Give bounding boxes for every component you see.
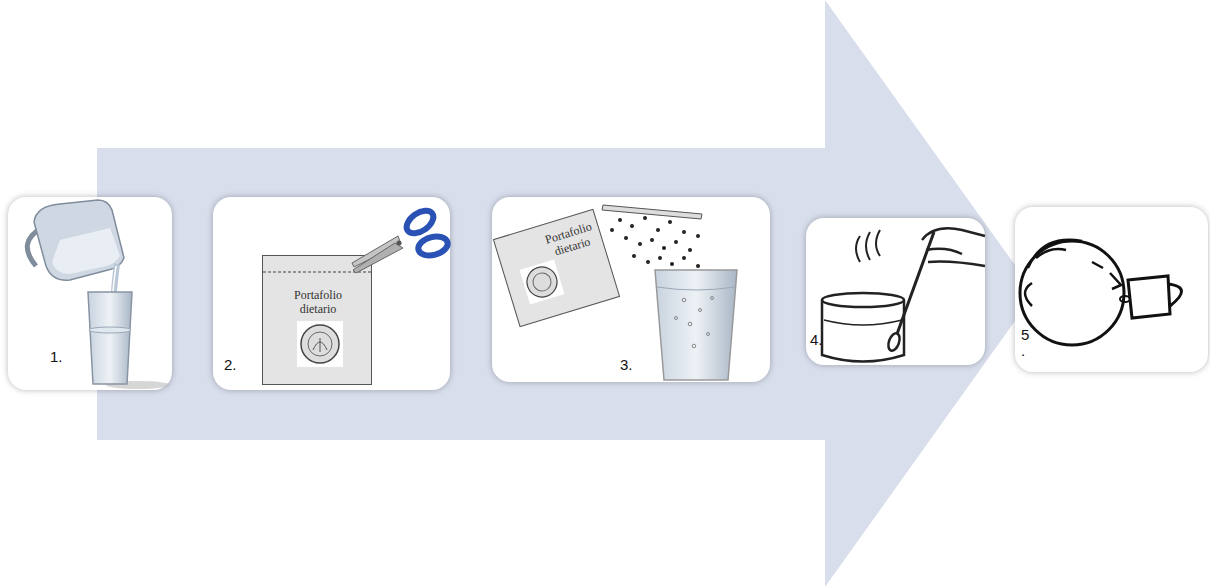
nose — [1110, 273, 1121, 289]
water-line — [824, 320, 902, 325]
scissor-blade — [352, 236, 401, 267]
logo-seal — [301, 325, 339, 363]
powder-dot — [610, 228, 614, 232]
bubble — [711, 297, 714, 300]
bubble — [692, 344, 696, 348]
logo-emblem — [313, 338, 327, 352]
pouring-illustration — [520, 205, 737, 380]
logo-seal-inner — [531, 271, 553, 293]
torn-strip — [602, 205, 702, 219]
pitcher-body — [34, 200, 124, 280]
stirring-illustration — [822, 228, 985, 361]
powder-dot — [618, 218, 622, 222]
step-box: 1. — [8, 197, 172, 390]
cup-rim — [822, 293, 904, 307]
drinking-cup — [1128, 276, 1170, 318]
hand — [922, 228, 985, 266]
powder-dot — [624, 236, 628, 240]
glass — [88, 292, 132, 384]
scissor-handle — [416, 233, 450, 258]
powder-dot — [650, 238, 654, 242]
step-box: 2. Portafolio dietario — [213, 197, 450, 390]
motion-line — [866, 232, 870, 260]
spoon-bowl — [886, 332, 902, 352]
logo-background — [520, 260, 565, 305]
motion-line — [876, 230, 880, 256]
motion-line — [856, 236, 860, 262]
logo-seal — [523, 263, 560, 300]
scissor-pivot — [397, 241, 402, 246]
pitcher-illustration — [27, 200, 170, 389]
bubble — [675, 317, 678, 320]
head — [1020, 241, 1124, 345]
packet-label: Portafolio dietario — [281, 288, 355, 316]
step-number: 3. — [620, 357, 633, 373]
glass-shadow — [106, 381, 170, 389]
powder-dot — [696, 264, 700, 268]
packet-box: Portafolio dietario — [262, 255, 372, 385]
bubble — [707, 333, 710, 336]
powder-dot — [682, 230, 686, 234]
powder-dot — [690, 274, 694, 278]
powder-dot — [643, 216, 647, 220]
process-arrow — [97, 0, 1035, 587]
water-surface — [657, 287, 735, 290]
water-stream-highlight — [109, 266, 116, 360]
hair — [1028, 240, 1082, 268]
logo-seal-inner — [308, 332, 332, 356]
pitcher-handle — [27, 228, 42, 266]
powder-dot — [656, 228, 660, 232]
packet-logo — [520, 260, 565, 305]
powder-dots — [610, 216, 708, 282]
powder-dot — [662, 246, 666, 250]
powder-dot — [682, 256, 686, 260]
water-stream — [110, 264, 117, 362]
step-number: 4. — [810, 332, 823, 348]
powder-dot — [678, 276, 682, 280]
powder-dot — [674, 240, 678, 244]
cut-line — [263, 271, 371, 272]
cup-handle — [1168, 284, 1182, 306]
cutting-illustration — [263, 206, 450, 367]
packet-label: Portafolio dietario — [539, 218, 603, 262]
powder-dot — [646, 260, 650, 264]
glass — [655, 270, 737, 380]
bubble — [682, 298, 686, 302]
step-box: 5 . — [1015, 207, 1208, 372]
drinking-illustration — [1020, 240, 1182, 345]
step-box: 4. — [806, 218, 985, 365]
scissor-blade — [353, 243, 403, 273]
powder-dot — [668, 220, 672, 224]
packet-box: Portafolio dietario — [493, 209, 620, 328]
powder-dot — [696, 234, 700, 238]
step-number: 1. — [50, 349, 63, 365]
step-number: 5 . — [1021, 327, 1031, 359]
pitcher-water — [52, 228, 120, 274]
powder-dot — [704, 278, 708, 282]
cup — [822, 300, 904, 362]
scissor-handle — [403, 206, 438, 238]
bubble — [699, 309, 702, 312]
powder-dot — [658, 256, 662, 260]
powder-dot — [670, 262, 674, 266]
powder-dot — [630, 224, 634, 228]
bubble — [688, 322, 692, 326]
step-number: 2. — [224, 357, 237, 373]
step-box: 3. Portafolio dietario — [492, 197, 770, 382]
powder-dot — [688, 248, 692, 252]
eye — [1092, 262, 1103, 268]
powder-dot — [632, 254, 636, 258]
powder-dot — [664, 272, 668, 276]
spoon-handle — [897, 232, 934, 334]
powder-dot — [638, 242, 642, 246]
logo-background — [297, 321, 343, 367]
water-surface — [89, 327, 131, 333]
bubbles — [675, 297, 714, 348]
mouth — [1120, 296, 1130, 302]
ear — [1025, 283, 1032, 306]
